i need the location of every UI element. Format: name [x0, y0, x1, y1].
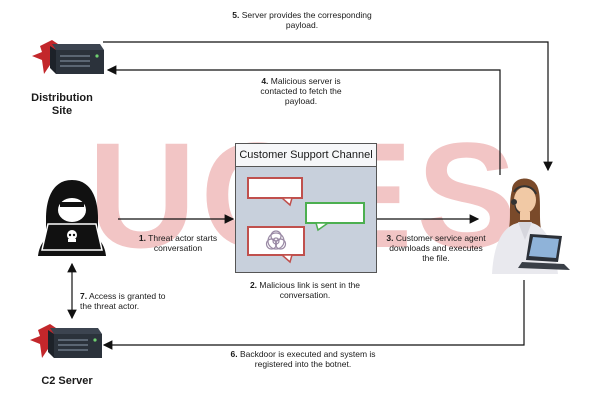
step-7-num: 7. [80, 291, 88, 301]
step-4-num: 4. [261, 76, 269, 86]
distribution-site-title: Distribution Site [31, 92, 93, 117]
chat-area [236, 167, 376, 272]
customer-service-agent [482, 170, 574, 275]
c2-server [28, 320, 103, 372]
step-2-label: 2. Malicious link is sent in the convers… [240, 280, 370, 300]
step-1-num: 1. [138, 233, 146, 243]
step-1-text: Threat actor starts conversation [148, 233, 218, 253]
arrow-step-4 [106, 65, 501, 175]
step-7-label: 7. Access is granted to the threat actor… [80, 291, 176, 311]
hacker-icon [38, 180, 106, 256]
step-6-text: Backdoor is executed and system is regis… [239, 349, 376, 369]
step-4-label: 4. Malicious server is contacted to fetc… [246, 76, 356, 106]
step-2-num: 2. [249, 280, 258, 290]
step-7-text: Access is granted to the threat actor. [80, 291, 166, 311]
biohazard-icon [265, 230, 287, 250]
server-icon [32, 40, 104, 74]
step-5-label: 5. Server provides the corresponding pay… [232, 10, 372, 30]
step-3-num: 3. [386, 233, 394, 243]
step-3-label: 3. Customer service agent downloads and … [384, 233, 488, 263]
chat-bubble-2 [305, 202, 365, 224]
step-1-label: 1. Threat actor starts conversation [128, 233, 228, 253]
c2-server-title: C2 Server [41, 375, 93, 387]
distribution-site-server [30, 36, 105, 88]
threat-actor [36, 178, 108, 258]
step-4-text: Malicious server is contacted to fetch t… [260, 76, 342, 106]
server-icon [30, 324, 102, 358]
step-3-text: Customer service agent downloads and exe… [389, 233, 486, 263]
arrow-step-6 [102, 280, 525, 350]
channel-title: Customer Support Channel [236, 144, 376, 167]
customer-support-channel: Customer Support Channel [235, 143, 377, 273]
step-5-num: 5. [232, 10, 240, 20]
step-2-text: Malicious link is sent in the conversati… [259, 280, 361, 300]
step-6-label: 6. Backdoor is executed and system is re… [228, 349, 378, 369]
step-5-text: Server provides the corresponding payloa… [241, 10, 372, 30]
support-agent-icon [492, 178, 570, 274]
chat-bubble-1 [247, 177, 303, 199]
chat-bubbles [247, 177, 365, 264]
arrow-step-5 [103, 41, 553, 172]
step-6-num: 6. [230, 349, 238, 359]
